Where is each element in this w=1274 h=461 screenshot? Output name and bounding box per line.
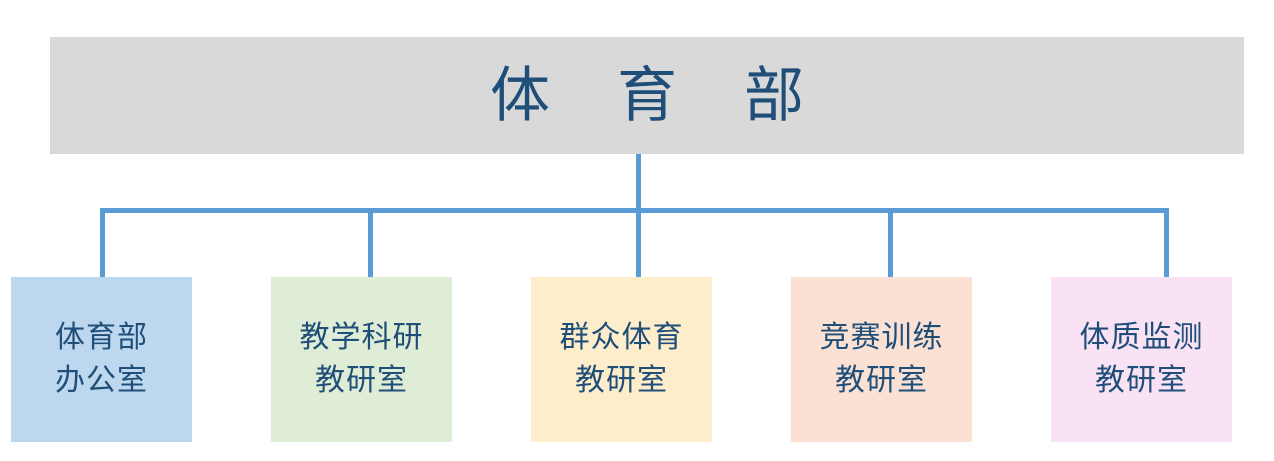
org-node-mass-sports-line2: 教研室 (575, 363, 668, 397)
connector-drop-child-3 (636, 208, 641, 277)
connector-root-stem (636, 154, 641, 211)
org-node-competition-training-line1: 竞赛训练 (819, 320, 944, 354)
connector-drop-child-1 (100, 208, 105, 277)
org-node-teaching-research-line1: 教学科研 (299, 320, 424, 354)
connector-drop-child-2 (368, 208, 373, 277)
connector-drop-child-4 (888, 208, 893, 277)
connector-drop-child-5 (1164, 208, 1169, 277)
org-node-mass-sports[interactable]: 群众体育 教研室 (531, 277, 712, 442)
org-node-root[interactable]: 体 育 部 (50, 37, 1244, 154)
org-node-fitness-monitoring[interactable]: 体质监测 教研室 (1051, 277, 1232, 442)
org-node-teaching-research[interactable]: 教学科研 教研室 (271, 277, 452, 442)
org-node-competition-training-line2: 教研室 (835, 363, 928, 397)
connector-horizontal-bus (100, 208, 1169, 213)
org-node-mass-sports-line1: 群众体育 (559, 320, 684, 354)
org-node-office-line2: 办公室 (55, 363, 148, 397)
org-node-fitness-monitoring-line1: 体质监测 (1079, 320, 1204, 354)
org-node-fitness-monitoring-line2: 教研室 (1095, 363, 1188, 397)
org-node-office-line1: 体育部 (55, 320, 148, 354)
org-node-office[interactable]: 体育部 办公室 (11, 277, 192, 442)
org-node-teaching-research-line2: 教研室 (315, 363, 408, 397)
org-node-root-label: 体 育 部 (490, 62, 830, 129)
org-node-competition-training[interactable]: 竞赛训练 教研室 (791, 277, 972, 442)
